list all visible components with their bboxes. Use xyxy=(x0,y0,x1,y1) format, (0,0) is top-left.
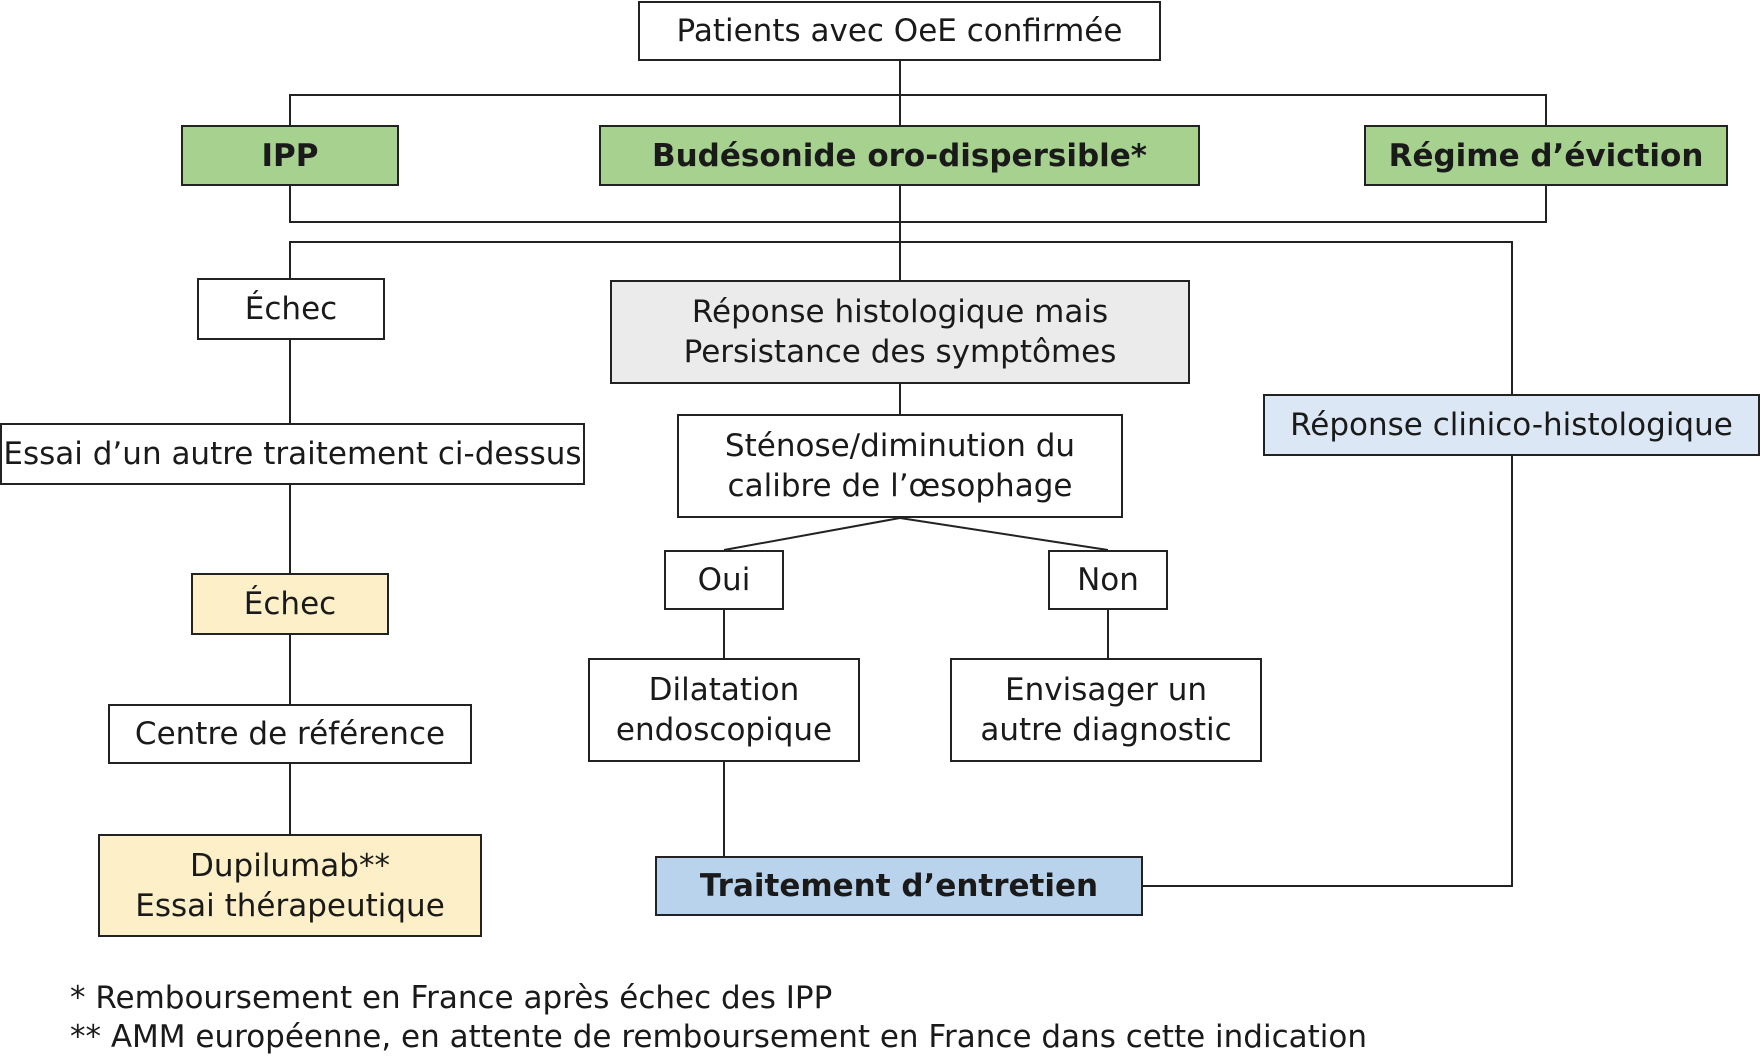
essai-autre-traitement-box: Essai d’un autre traitement ci-dessus xyxy=(0,423,585,485)
connector-clinico-maintenance xyxy=(1143,456,1513,887)
connector-stenose-non xyxy=(899,517,1109,551)
connector-outcome-bus xyxy=(289,241,1513,394)
autre-diagnostic-box: Envisager un autre diagnostic xyxy=(950,658,1262,762)
dilatation-endoscopique-box: Dilatation endoscopique xyxy=(588,658,860,762)
echec-box: Échec xyxy=(197,278,385,340)
traitement-entretien-box: Traitement d’entretien xyxy=(655,856,1143,916)
reponse-histologique-box: Réponse histologique mais Persistance de… xyxy=(610,280,1190,384)
patients-root-box: Patients avec OeE confirmée xyxy=(638,1,1161,61)
budesonide-box: Budésonide oro-dispersible* xyxy=(599,125,1200,186)
non-box: Non xyxy=(1048,550,1168,610)
oui-box: Oui xyxy=(664,550,784,610)
ipp-box: IPP xyxy=(181,125,399,186)
echec-second-box: Échec xyxy=(191,573,389,635)
reponse-clinico-histologique-box: Réponse clinico-histologique xyxy=(1263,394,1760,456)
centre-reference-box: Centre de référence xyxy=(108,704,472,764)
stenose-box: Sténose/diminution du calibre de l’œsoph… xyxy=(677,414,1123,518)
dupilumab-box: Dupilumab** Essai thérapeutique xyxy=(98,834,482,937)
connector-stenose-oui xyxy=(723,517,901,551)
regime-eviction-box: Régime d’éviction xyxy=(1364,125,1728,186)
connector-bottom-bus xyxy=(289,186,1547,223)
footnote-2: ** AMM européenne, en attente de rembour… xyxy=(70,1019,1368,1055)
connector-top-bus xyxy=(289,94,1547,125)
footnote-1: * Remboursement en France après échec de… xyxy=(70,980,833,1016)
